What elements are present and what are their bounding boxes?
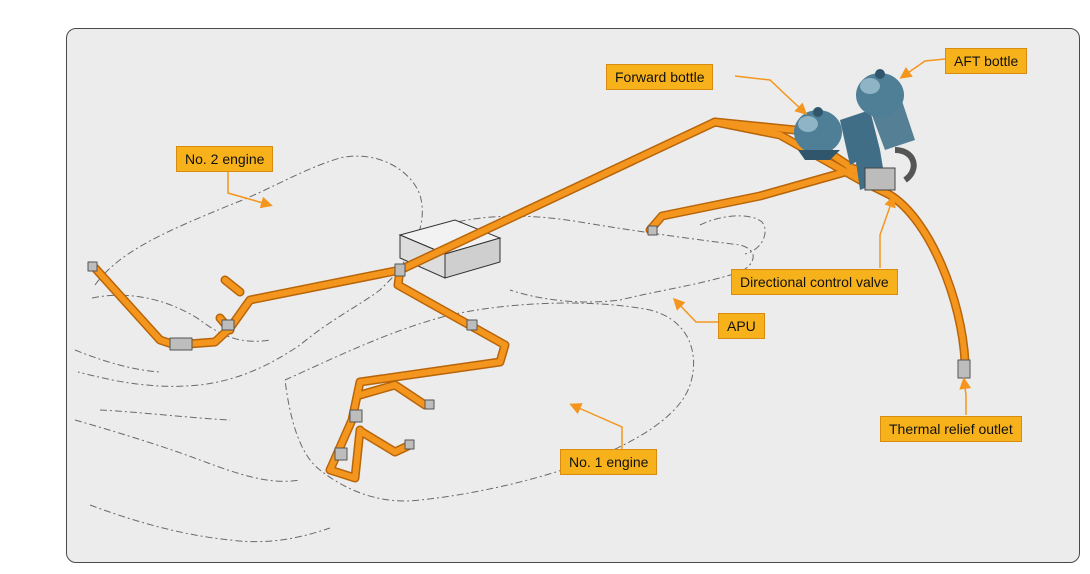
no2-engine-outline [77, 155, 423, 387]
no1-engine-line [327, 267, 508, 481]
apu-cylinder [699, 215, 766, 255]
forward-bottle [794, 107, 842, 160]
no2-engine-lower [74, 349, 231, 421]
no1-engine-lower [74, 419, 331, 543]
apu-outline [429, 215, 754, 303]
thermal-relief-fitting [957, 359, 971, 379]
tee-fitting [169, 337, 193, 351]
apu-label: APU [718, 313, 765, 339]
directional-control-valve-label: Directional control valve [731, 269, 898, 295]
extinguisher-plumbing [87, 117, 971, 483]
nozzle-fitting [87, 261, 98, 272]
apu-line [647, 162, 873, 233]
main-discharge-line [92, 119, 968, 365]
thermal-relief-outlet-label: Thermal relief outlet [880, 416, 1022, 442]
extinguisher-bottles [794, 69, 917, 191]
forward-bottle-label: Forward bottle [606, 64, 714, 90]
leader-lines [227, 58, 972, 450]
no1-engine-label: No. 1 engine [560, 449, 658, 475]
aft-bottle-label: AFT bottle [945, 48, 1028, 74]
aft-bottle [856, 69, 904, 117]
no2-engine-label: No. 2 engine [176, 146, 274, 172]
directional-valve-body [864, 167, 896, 191]
no1-engine-outline [284, 302, 695, 502]
